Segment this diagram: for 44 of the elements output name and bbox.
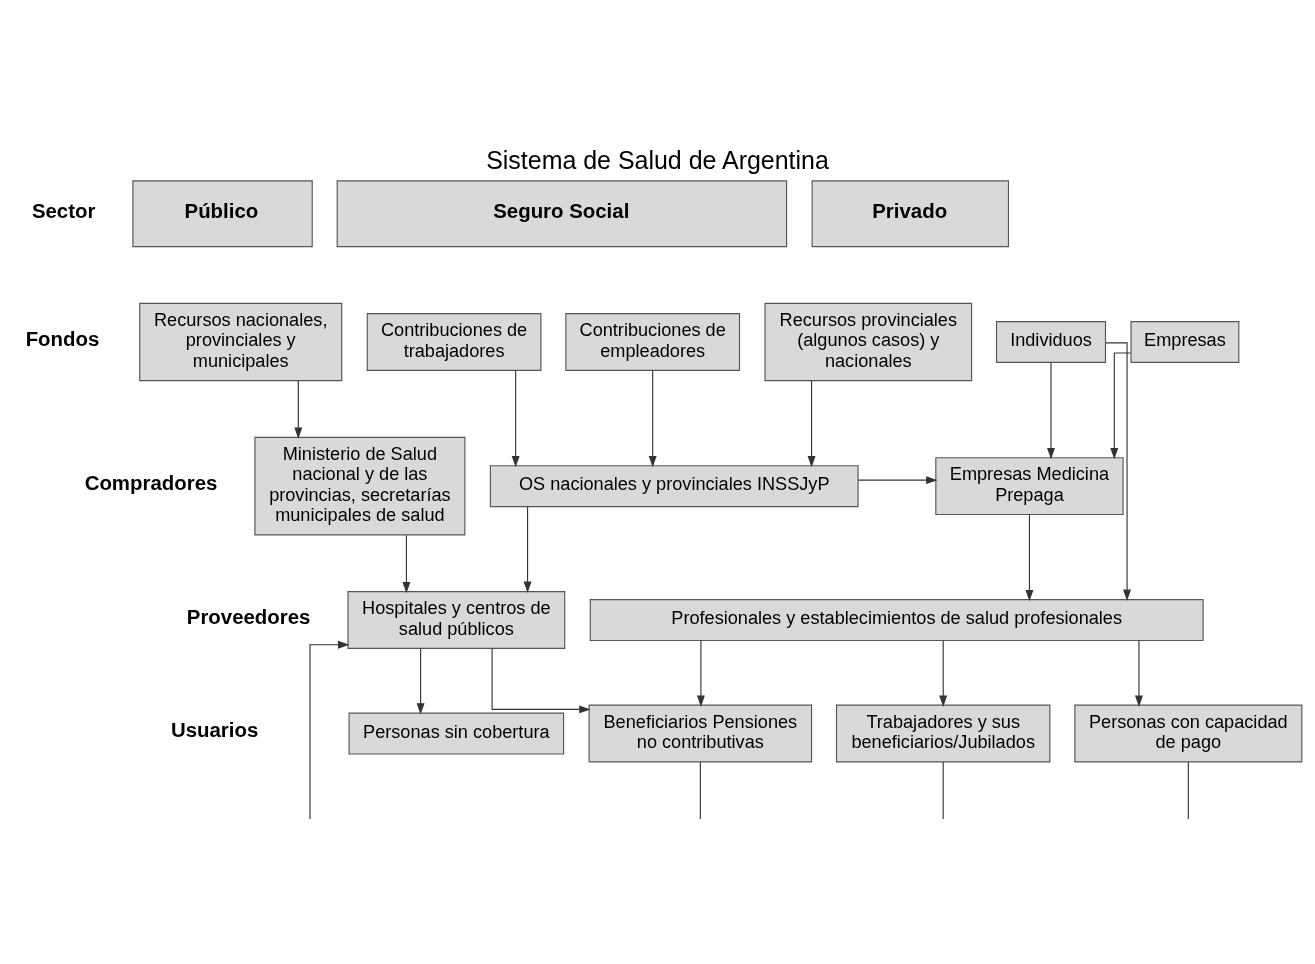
node-box: Público xyxy=(132,180,313,248)
arrow xyxy=(491,648,591,714)
arrow xyxy=(1135,640,1143,707)
node-box: Individuos xyxy=(995,321,1107,363)
arrow xyxy=(807,380,816,468)
arrow xyxy=(648,369,657,468)
node-box: Hospitales y centros de salud públicos xyxy=(347,591,566,649)
node-box: Recursos provinciales (algunos casos) y nacionales xyxy=(764,302,973,382)
arrow xyxy=(1110,352,1132,460)
label: Compradores xyxy=(84,471,218,494)
node-box: Beneficiarios Pensiones no contributivas xyxy=(588,704,813,763)
node-box: Profesionales y establecimientos de salud profesionales xyxy=(589,599,1204,642)
node-box: Empresas Medicina Prepaga xyxy=(935,457,1124,516)
node-box: Recursos nacionales, provinciales y municipales xyxy=(139,302,343,382)
label: Usuarios xyxy=(170,719,259,742)
node-box: Trabajadores y sus beneficiarios/Jubilados xyxy=(835,704,1051,763)
node-box: Privado xyxy=(811,180,1009,248)
arrow xyxy=(402,534,411,594)
label: Proveedores xyxy=(186,605,311,628)
node-box: Empresas xyxy=(1130,321,1240,363)
label: Sector xyxy=(31,199,96,222)
arrow xyxy=(1105,342,1131,601)
arrow xyxy=(511,369,520,468)
arrow xyxy=(416,648,425,715)
node-box: OS nacionales y provinciales INSSJyP xyxy=(489,465,859,508)
arrow xyxy=(1025,513,1034,602)
node-box: Contribuciones de trabajadores xyxy=(366,313,542,371)
connector xyxy=(942,761,944,820)
connector xyxy=(1187,761,1189,820)
diagram-title: Sistema de Salud de Argentina xyxy=(486,146,829,175)
label: Fondos xyxy=(25,327,100,350)
node-box: Personas sin cobertura xyxy=(348,712,565,755)
arrow xyxy=(939,640,948,707)
node-box: Seguro Social xyxy=(336,180,788,248)
arrow xyxy=(523,506,532,593)
arrow xyxy=(294,380,303,439)
arrow xyxy=(1047,362,1055,460)
arrow xyxy=(696,640,705,707)
node-box: Contribuciones de empleadores xyxy=(565,313,741,371)
arrow xyxy=(857,476,938,485)
node-box: Personas con capacidad de pago xyxy=(1074,704,1303,763)
node-box: Ministerio de Salud nacional y de las provincias, secretarías municipales de salud xyxy=(254,436,466,536)
arrow xyxy=(309,640,350,820)
connector xyxy=(699,761,701,820)
